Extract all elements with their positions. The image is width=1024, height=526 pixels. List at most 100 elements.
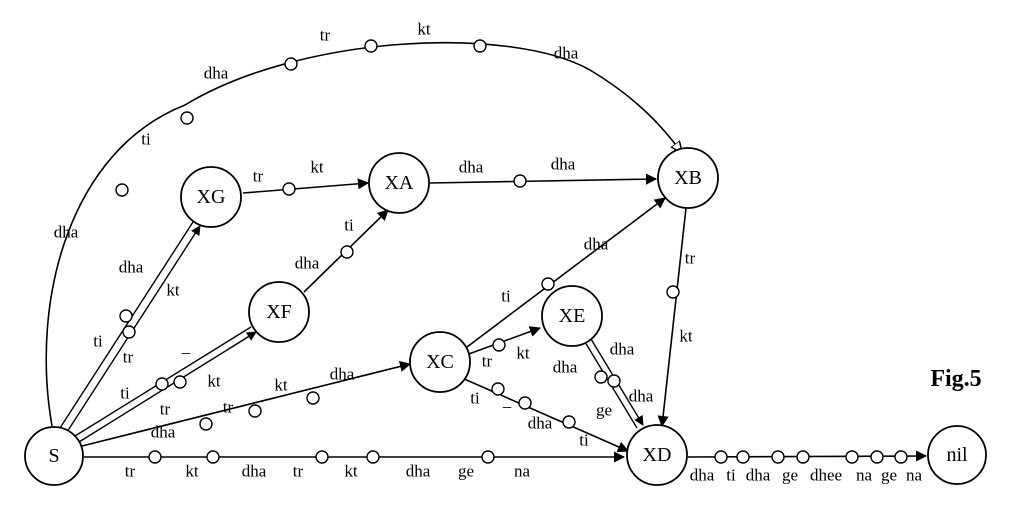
edge-label: dha: [554, 44, 579, 63]
edge-label: kt: [516, 344, 530, 363]
node-label: S: [48, 445, 59, 467]
node-label: XA: [385, 172, 414, 194]
edge-bead: [199, 417, 213, 431]
edge-label: ge: [782, 466, 798, 485]
edge-label: tr: [123, 348, 134, 367]
edge-bead: [481, 450, 495, 464]
edge-bead: [513, 174, 527, 188]
edge-label: na: [906, 466, 923, 485]
edge-label: tr: [160, 400, 171, 419]
node-nil: nil: [927, 425, 987, 485]
node-xc: XC: [409, 331, 471, 393]
edge-bead: [315, 450, 329, 464]
edge-label: dha: [330, 365, 355, 384]
node-xa: XA: [368, 152, 430, 214]
edge-bead: [282, 182, 296, 196]
edge-bead: [562, 415, 576, 429]
node-xb: XB: [657, 147, 719, 209]
edge-bead: [340, 245, 354, 259]
edge-label: dha: [406, 462, 431, 481]
edge-bead: [180, 111, 194, 125]
edge-label: dha: [204, 64, 229, 83]
edge-label: tr: [253, 167, 264, 186]
edge-s-xb-arc: [45, 41, 682, 427]
edge-label: ti: [726, 466, 736, 485]
edge-label: dha: [746, 466, 771, 485]
edge-label: kt: [417, 20, 431, 39]
edge-label: na: [514, 462, 531, 481]
node-xf: XF: [248, 281, 310, 343]
edge-bead: [541, 277, 555, 291]
edge-bead: [206, 450, 220, 464]
edge-label: ti: [579, 431, 589, 450]
edge-label: dha: [242, 462, 267, 481]
edge-label: ti: [470, 389, 480, 408]
edge-bead: [666, 285, 680, 299]
edge-bead: [714, 450, 728, 464]
edge-bead: [155, 377, 169, 391]
edge-bead: [607, 374, 621, 388]
edge-label: dha: [295, 254, 320, 273]
edge-xg-xa: [242, 178, 370, 194]
edge-label: ti: [141, 130, 151, 149]
edge-bead: [248, 404, 262, 418]
edge-label: dha: [459, 158, 484, 177]
edge-label: dhee: [810, 466, 842, 485]
edge-label: tr: [293, 462, 304, 481]
edge-label: kt: [207, 372, 221, 391]
edge-bead: [492, 338, 506, 352]
edge-label: kt: [679, 327, 693, 346]
edge-label: ge: [881, 466, 897, 485]
edge-label: kt: [274, 376, 288, 395]
edge-label: dha: [119, 258, 144, 277]
edge-s-xc: [81, 361, 412, 447]
edge-bead: [491, 382, 505, 396]
edge-xb-xd: [657, 207, 687, 428]
node-label: XC: [426, 351, 454, 373]
edge-label: tr: [482, 352, 493, 371]
edge-bead: [148, 450, 162, 464]
edge-bead: [894, 450, 908, 464]
node-xe: XE: [541, 285, 603, 347]
edge-label: tr: [125, 462, 136, 481]
edge-label: tr: [320, 26, 331, 45]
edge-label: ti: [93, 332, 103, 351]
edge-bead: [284, 57, 298, 71]
edge-xc-xd: [461, 377, 630, 453]
node-label: XF: [266, 301, 292, 323]
node-label: XB: [674, 167, 702, 189]
edge-bead: [870, 450, 884, 464]
edge-label: ge: [596, 401, 612, 420]
figure-label: Fig.5: [930, 366, 981, 392]
nodes-layer: S XG XA XB XF XC XE XD: [24, 147, 987, 486]
edge-bead: [306, 391, 320, 405]
edge-label: kt: [185, 462, 199, 481]
edge-xa-xb: [429, 173, 658, 185]
node-label: XD: [643, 444, 672, 466]
edge-labels-layer: dha ti dha tr kt dha tr ti kt dha tr kt …: [54, 20, 923, 485]
edge-label: kt: [166, 281, 180, 300]
edge-bead: [119, 309, 133, 323]
edge-bead: [518, 396, 532, 410]
edge-label: na: [856, 466, 873, 485]
edge-bead: [736, 450, 750, 464]
edge-bead: [122, 325, 136, 339]
edge-bead: [173, 375, 187, 389]
edge-bead: [473, 39, 487, 53]
edge-label: dha: [54, 223, 79, 242]
edge-label: ge: [458, 462, 474, 481]
edge-label: ti: [344, 216, 354, 235]
node-xd: XD: [626, 424, 688, 486]
edge-bead: [594, 370, 608, 384]
node-label: XE: [559, 305, 586, 327]
edge-bead: [796, 450, 810, 464]
edge-label: dha: [690, 466, 715, 485]
edge-label: dha: [610, 340, 635, 359]
edge-label: ti: [501, 287, 511, 306]
edge-label: kt: [310, 158, 324, 177]
edge-label: dha: [528, 414, 553, 433]
node-label: XG: [197, 186, 226, 208]
edge-label: tr: [223, 398, 234, 417]
edge-bead: [366, 450, 380, 464]
